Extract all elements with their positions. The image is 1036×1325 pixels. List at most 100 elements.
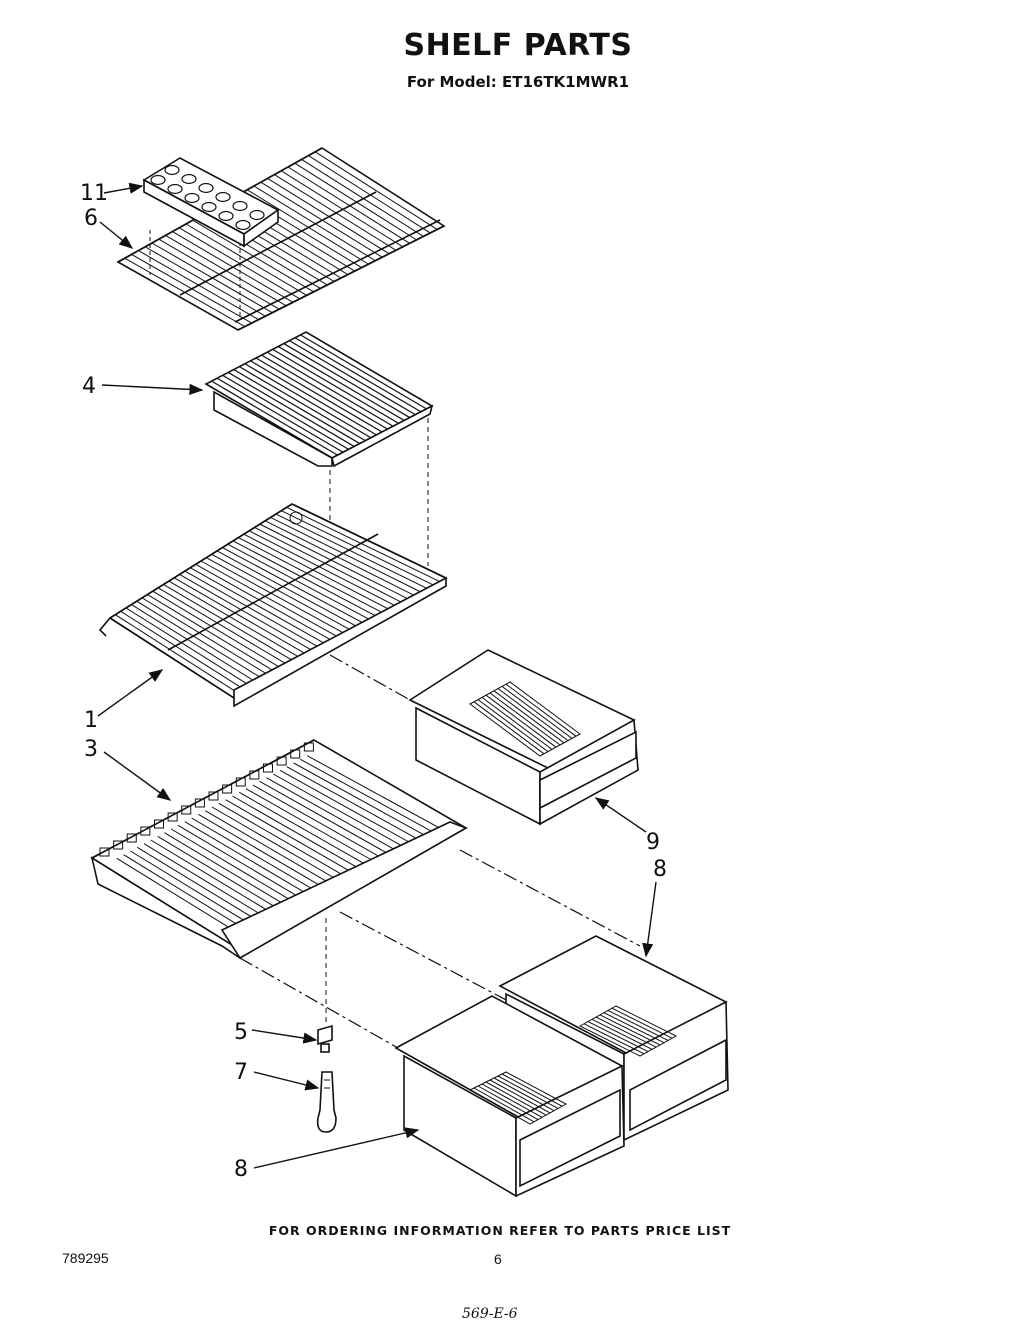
wire <box>481 696 553 750</box>
wire <box>163 584 297 664</box>
ice-cup <box>198 182 214 194</box>
ice-cup <box>201 201 217 213</box>
wire <box>591 1018 653 1050</box>
wire <box>225 799 358 876</box>
wire <box>261 354 388 430</box>
wire <box>200 560 341 639</box>
shelf-tab <box>140 826 151 836</box>
wire <box>131 604 260 685</box>
wire <box>150 839 280 918</box>
wire <box>254 527 403 604</box>
wire <box>250 360 377 436</box>
wire <box>244 363 372 439</box>
handwritten-note: 569-E-6 <box>462 1306 518 1322</box>
shelf-tab <box>126 833 137 843</box>
wire <box>497 1075 559 1109</box>
wire <box>259 523 409 600</box>
wire <box>255 357 383 433</box>
callout-8-left: 8 <box>234 1157 248 1182</box>
wire <box>473 1087 535 1123</box>
wire <box>218 802 351 880</box>
meat-keeper-drawer <box>329 649 639 826</box>
callout-11: 11 <box>80 181 108 206</box>
wire <box>157 587 291 667</box>
callout-1: 1 <box>84 708 98 733</box>
wire <box>286 766 422 842</box>
wire <box>198 813 329 892</box>
wire <box>204 810 337 888</box>
callout-7: 7 <box>234 1060 248 1085</box>
wire <box>168 580 303 660</box>
shelf-support <box>316 1071 337 1133</box>
meat-keeper-cover <box>204 331 434 640</box>
ice-cup <box>184 192 200 204</box>
wire <box>501 685 573 739</box>
wire <box>252 784 387 861</box>
wire <box>275 513 428 590</box>
callout-3: 3 <box>84 737 98 762</box>
ice-cup <box>235 219 251 231</box>
wire <box>190 567 328 646</box>
ice-cup <box>232 200 248 212</box>
ice-cup <box>249 209 265 221</box>
ice-cup <box>218 210 234 222</box>
wire <box>239 366 366 442</box>
wire <box>164 832 294 911</box>
page-number: 6 <box>494 1251 502 1267</box>
document-number: 789295 <box>62 1250 109 1266</box>
ice-cup <box>181 173 197 185</box>
wire <box>120 610 247 692</box>
wire <box>505 683 577 737</box>
wire <box>286 506 440 582</box>
wire <box>583 1023 645 1055</box>
wire <box>260 181 383 258</box>
wire <box>289 340 416 416</box>
wire <box>277 345 405 421</box>
wire <box>267 177 390 255</box>
wire <box>493 1077 555 1112</box>
wire <box>287 166 410 244</box>
callout-8-right: 8 <box>653 857 667 882</box>
projection-line <box>239 957 399 1049</box>
wire <box>265 520 416 597</box>
projection-line <box>459 849 641 947</box>
wire <box>216 550 359 628</box>
wire <box>301 158 424 237</box>
ice-cube-tray <box>142 157 280 248</box>
wire <box>238 791 372 869</box>
wire <box>184 570 322 650</box>
wire <box>266 777 401 854</box>
wire <box>607 1009 669 1041</box>
callout-4: 4 <box>82 374 96 399</box>
wire <box>293 762 429 838</box>
wire <box>232 540 378 618</box>
wire <box>259 780 394 857</box>
wire <box>274 174 397 251</box>
wire <box>238 537 384 614</box>
wire <box>222 547 366 625</box>
wire <box>272 773 408 850</box>
wire <box>300 758 436 835</box>
main-wire-shelf <box>98 503 448 708</box>
wire <box>497 688 569 742</box>
wire <box>157 835 287 914</box>
wire <box>314 151 438 230</box>
ordering-note: FOR ORDERING INFORMATION REFER TO PARTS … <box>268 1223 732 1238</box>
wire <box>477 1085 539 1120</box>
wire <box>587 1021 649 1053</box>
wire <box>485 694 557 748</box>
wire <box>147 594 278 674</box>
wire <box>195 563 335 642</box>
wire <box>477 699 549 753</box>
wire <box>280 170 404 248</box>
wire <box>170 828 301 907</box>
wire <box>206 557 347 635</box>
wire <box>603 1012 665 1044</box>
wire <box>279 769 415 846</box>
wire <box>308 155 431 234</box>
wire <box>115 614 241 695</box>
callout-6: 6 <box>84 206 98 231</box>
wire <box>222 374 349 450</box>
crisper-cover-shelf <box>90 739 468 960</box>
